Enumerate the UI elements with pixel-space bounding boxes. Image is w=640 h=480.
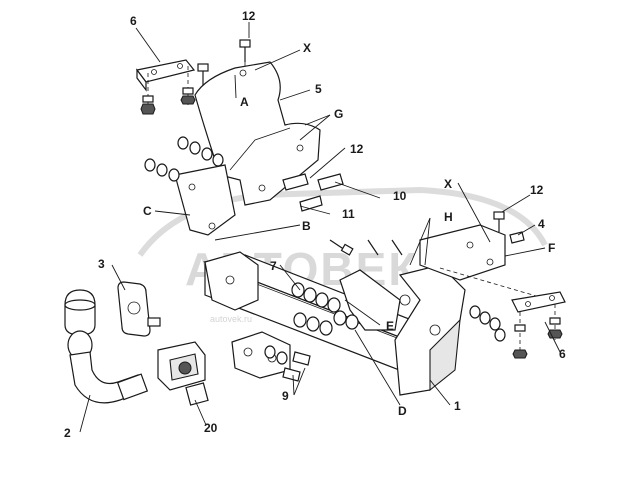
callout-9: 9 <box>282 389 289 403</box>
callout-5: 5 <box>315 82 322 96</box>
callout-b: B <box>302 219 311 233</box>
mounting-plate-6-right <box>511 291 566 359</box>
callout-11: 11 <box>342 207 355 221</box>
callout-a: A <box>240 95 249 109</box>
callout-12-right: 12 <box>530 183 544 197</box>
callout-h: H <box>444 210 453 224</box>
callout-20: 20 <box>204 421 218 435</box>
bolt-washer-stack-center <box>291 282 359 336</box>
callout-3: 3 <box>98 257 105 271</box>
callout-d: D <box>398 404 407 418</box>
callout-12-mid: 12 <box>350 142 364 156</box>
bolt-11 <box>329 239 403 256</box>
mounting-plate-f <box>419 224 551 301</box>
bolt-washer-stack-left <box>144 136 224 182</box>
callout-g: G <box>334 107 343 121</box>
callout-f: F <box>548 241 555 255</box>
callout-4: 4 <box>538 217 545 231</box>
nut-stack-right <box>469 305 506 342</box>
callout-e: E <box>386 319 394 333</box>
watermark-subtext: autovek.ru <box>210 314 252 324</box>
callout-6-top: 6 <box>130 14 137 28</box>
callout-x-top: X <box>303 41 311 55</box>
tow-ball-neck-2 <box>64 289 149 404</box>
callout-labels: 6 12 X 5 A G 12 10 11 C B 7 E D 1 3 2 20… <box>64 9 566 440</box>
callout-6-right: 6 <box>559 347 566 361</box>
mounting-plate-6-top <box>135 59 196 115</box>
bolt-9-stack <box>264 345 311 382</box>
leader-lines <box>79 22 561 433</box>
callout-x-right: X <box>444 177 452 191</box>
bolt-12-right <box>493 211 525 244</box>
callout-12-top: 12 <box>242 9 256 23</box>
callout-7: 7 <box>270 259 277 273</box>
callout-c: C <box>143 204 152 218</box>
callout-1: 1 <box>454 399 461 413</box>
plate-c <box>174 164 236 236</box>
ball-mount-plate-3 <box>117 281 161 337</box>
electrical-socket-20 <box>157 341 209 406</box>
callout-2: 2 <box>64 426 71 440</box>
callout-10: 10 <box>393 189 407 203</box>
